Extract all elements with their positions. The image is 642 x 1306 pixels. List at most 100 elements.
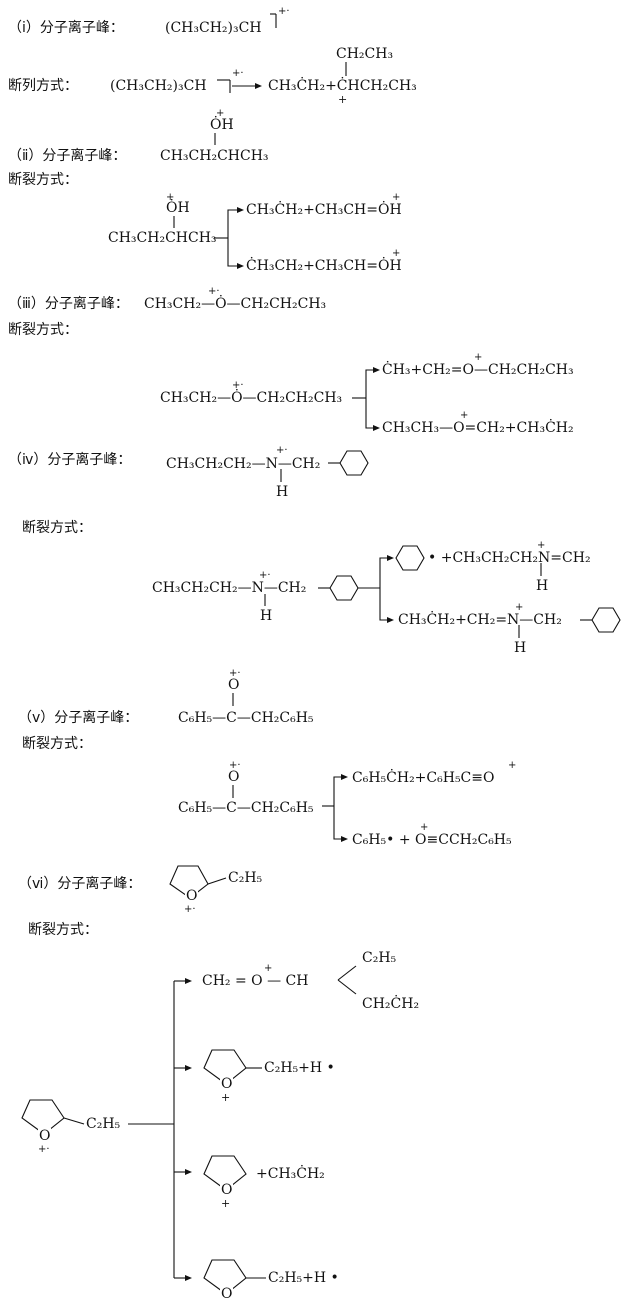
- vi-product-3-oxygen: O: [220, 1182, 234, 1198]
- iii-product-2: CH₃CH₃—O=CH₂+CH₃ĊH₂: [382, 420, 574, 436]
- vi-product-4-substituent: C₂H₅+H •: [268, 1270, 339, 1286]
- section-iii-mode-label: 断裂方式：: [8, 322, 78, 338]
- section-iv-peak-label: （ⅳ）分子离子峰：: [8, 452, 132, 468]
- section-i-peak-label: （ⅰ）分子离子峰：: [8, 20, 124, 36]
- v-molecular-ion: C₆H₅—C—CH₂C₆H₅: [178, 710, 314, 726]
- bond: [63, 1117, 85, 1125]
- ii-reactant-oh-charge: +: [166, 192, 175, 203]
- vi-product-1-charge: +: [264, 963, 273, 974]
- section-iii-peak-label: （ⅲ）分子离子峰：: [8, 296, 129, 312]
- section-vi-peak-label: （ⅵ）分子离子峰：: [18, 876, 142, 892]
- section-ii-peak-label: （ⅱ）分子离子峰：: [8, 148, 127, 164]
- vi-product-2-oxygen: O: [220, 1076, 234, 1092]
- v-product-1-charge: +: [508, 760, 517, 771]
- arrowhead: [255, 83, 262, 89]
- vi-ion-oxygen: O: [185, 888, 199, 904]
- i-ion-charge: +·: [278, 6, 290, 17]
- furan-ring: [203, 1049, 247, 1085]
- i-product-charge: +: [338, 93, 348, 106]
- iii-reactant-charge: +·: [232, 380, 244, 391]
- cyclohexane-ring: [395, 545, 425, 571]
- v-reactant: C₆H₅—C—CH₂C₆H₅: [178, 800, 314, 816]
- arrowhead: [237, 207, 244, 213]
- arrowhead: [185, 978, 192, 984]
- ii-product-2-charge: +: [392, 248, 401, 259]
- iv-reactant-h: H: [260, 608, 273, 624]
- v-product-2: C₆H₅• + O≡CCH₂C₆H₅: [352, 832, 512, 848]
- v-reactant-o-charge: +·: [229, 760, 241, 771]
- tetrahydrofuran-ring: [169, 865, 209, 899]
- vi-reactant-substituent: C₂H₅: [86, 1116, 121, 1132]
- vi-product-4-oxygen: O: [220, 1286, 234, 1302]
- v-product-1: C₆H₅ĊH₂+C₆H₅C≡O: [352, 770, 495, 786]
- arrowhead: [373, 425, 380, 431]
- ii-reactant-oh: ȮH: [166, 200, 190, 216]
- section-vi-mode-label: 断裂方式：: [28, 922, 98, 938]
- ii-molecular-ion: CH₃CH₂CHCH₃: [160, 148, 269, 164]
- bond: [337, 965, 357, 981]
- iv-product-1: • +CH₃CH₂CH₂N=CH₂: [428, 550, 591, 566]
- iii-reactant: CH₃CH₂—Ȯ—CH₂CH₂CH₃: [160, 390, 343, 406]
- arrowhead: [387, 617, 394, 623]
- furan-ring: [203, 1155, 247, 1191]
- vi-product-1-chain: CH₂ĊH₂: [362, 996, 420, 1012]
- arrowhead: [341, 836, 348, 842]
- arrowhead: [387, 555, 394, 561]
- arrowhead: [185, 1169, 192, 1175]
- ii-product-1: CH₃ĊH₂+CH₃CH=ȮH: [246, 202, 402, 218]
- vi-product-2-charge: +: [221, 1091, 231, 1104]
- vi-product-2-substituent: C₂H₅+H •: [264, 1060, 335, 1076]
- iii-ion-charge: +·: [208, 286, 220, 297]
- section-ii-mode-label: 断裂方式：: [8, 172, 78, 188]
- vi-product-3-charge: +: [221, 1197, 231, 1210]
- cyclohexane-ring: [339, 450, 369, 476]
- section-v-peak-label: （ⅴ）分子离子峰：: [18, 710, 139, 726]
- section-iv-mode-label: 断裂方式：: [22, 520, 92, 536]
- i-reactant-charge: +·: [232, 68, 244, 79]
- branch-line: [227, 209, 240, 267]
- vi-reactant-oxygen: O: [38, 1128, 52, 1144]
- furan-ring: [203, 1259, 247, 1295]
- cyclohexane-ring: [329, 575, 359, 601]
- bond: [337, 979, 357, 995]
- iv-product-2-h: H: [514, 640, 527, 656]
- vi-product-1: CH₂ = O — CH: [202, 973, 309, 989]
- iv-ion-h: H: [276, 484, 289, 500]
- iii-product-2-charge: +: [460, 410, 469, 421]
- ii-reactant: CH₃CH₂CHCH₃: [108, 230, 217, 246]
- iv-product-1-h: H: [536, 578, 549, 594]
- cyclohexane-ring: [591, 607, 621, 633]
- vi-reactant-charge: +·: [38, 1144, 50, 1155]
- iv-molecular-ion: CH₃CH₂CH₂—N—CH₂: [166, 456, 321, 472]
- arrowhead: [373, 367, 380, 373]
- section-v-mode-label: 断裂方式：: [22, 736, 92, 752]
- furan-ring: [21, 1099, 65, 1135]
- iv-ion-charge: +·: [276, 445, 288, 456]
- i-products: CH₃ĊH₂+ĊHCH₂CH₃: [268, 78, 417, 94]
- v-reactant-o: O: [228, 769, 240, 785]
- iv-product-2: CH₃ĊH₂+CH₂=N—CH₂: [398, 612, 562, 628]
- branch-line: [365, 369, 376, 429]
- arrowhead: [341, 774, 348, 780]
- branch-line: [333, 776, 344, 840]
- iv-reactant: CH₃CH₂CH₂—N—CH₂: [152, 580, 307, 596]
- branch-line: [379, 557, 390, 621]
- i-molecular-ion: (CH₃CH₂)₃CH: [165, 20, 262, 36]
- ii-product-2: ĊH₃CH₂+CH₃CH=ȮH: [246, 258, 402, 274]
- i-reactant: (CH₃CH₂)₃CH: [110, 78, 207, 94]
- iv-reactant-charge: +·: [259, 570, 271, 581]
- vi-ion-substituent: C₂H₅: [228, 870, 263, 886]
- arrowhead: [185, 1065, 192, 1071]
- v-o-charge: +·: [229, 668, 241, 679]
- vi-product-1-ethyl: C₂H₅: [362, 950, 397, 966]
- iii-product-1: ĊH₃+CH₂=O—CH₂CH₂CH₃: [382, 362, 574, 378]
- vi-ion-charge: +·: [184, 904, 196, 915]
- arrowhead: [185, 1275, 192, 1281]
- v-product-2-charge: +: [420, 822, 429, 833]
- ii-oh: ȮH: [210, 117, 234, 133]
- iii-product-1-charge: +: [474, 352, 483, 363]
- iv-product-1-charge: +: [537, 540, 546, 551]
- iv-product-2-charge: +: [515, 602, 524, 613]
